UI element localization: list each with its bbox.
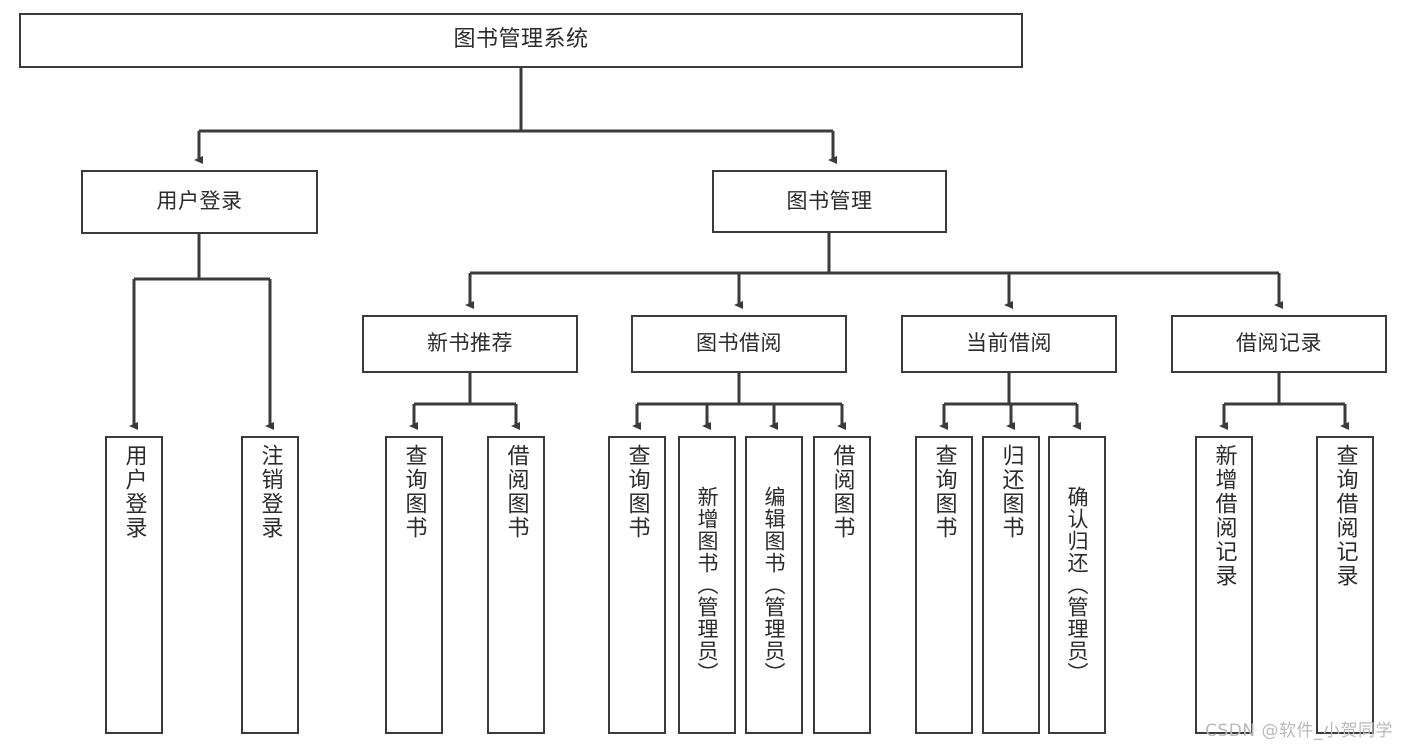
leaf-query-book-recommend[interactable]: 查询图书 <box>385 436 443 734</box>
node-label: 查询借阅记录 <box>1332 444 1358 588</box>
node-label: 借阅图书 <box>829 444 855 540</box>
node-new-book-recommend[interactable]: 新书推荐 <box>362 315 578 373</box>
node-root-book-management-system[interactable]: 图书管理系统 <box>19 13 1023 68</box>
node-user-login[interactable]: 用户登录 <box>81 170 318 234</box>
node-label: 当前借阅 <box>966 331 1052 356</box>
leaf-logout-login[interactable]: 注销登录 <box>241 436 299 734</box>
leaf-query-book-borrow[interactable]: 查询图书 <box>608 436 666 734</box>
leaf-borrow-book-borrow[interactable]: 借阅图书 <box>813 436 871 734</box>
leaf-add-borrow-record[interactable]: 新增借阅记录 <box>1195 436 1253 734</box>
node-label: 查询图书 <box>624 444 650 540</box>
node-label: 用户登录 <box>156 189 243 214</box>
leaf-user-login[interactable]: 用户登录 <box>105 436 163 734</box>
leaf-query-borrow-record[interactable]: 查询借阅记录 <box>1316 436 1374 734</box>
node-label: 新书推荐 <box>427 331 513 356</box>
node-label: 查询图书 <box>931 444 957 540</box>
node-label: 确认归还（管理员） <box>1065 486 1090 684</box>
node-label: 查询图书 <box>401 444 427 540</box>
leaf-confirm-return-admin[interactable]: 确认归还（管理员） <box>1048 436 1106 734</box>
leaf-edit-book-admin[interactable]: 编辑图书（管理员） <box>745 436 803 734</box>
node-label: 图书管理系统 <box>453 27 589 53</box>
node-label: 借阅图书 <box>503 444 529 540</box>
node-borrow-record[interactable]: 借阅记录 <box>1171 315 1387 373</box>
node-label: 图书借阅 <box>696 331 782 356</box>
node-book-borrow[interactable]: 图书借阅 <box>631 315 847 373</box>
node-label: 新增借阅记录 <box>1211 444 1237 588</box>
node-book-management[interactable]: 图书管理 <box>712 170 947 233</box>
node-label: 归还图书 <box>998 444 1024 540</box>
leaf-borrow-book-recommend[interactable]: 借阅图书 <box>487 436 545 734</box>
node-label: 编辑图书（管理员） <box>762 486 787 684</box>
node-label: 借阅记录 <box>1236 331 1322 356</box>
node-label: 新增图书（管理员） <box>695 486 720 684</box>
node-label: 用户登录 <box>121 444 147 540</box>
leaf-return-book[interactable]: 归还图书 <box>982 436 1040 734</box>
leaf-add-book-admin[interactable]: 新增图书（管理员） <box>678 436 736 734</box>
csdn-watermark: CSDN @软件_小贺同学 <box>1205 721 1393 741</box>
leaf-query-book-current[interactable]: 查询图书 <box>915 436 973 734</box>
node-label: 注销登录 <box>257 444 283 540</box>
node-current-borrow[interactable]: 当前借阅 <box>901 315 1117 373</box>
node-label: 图书管理 <box>786 188 873 213</box>
